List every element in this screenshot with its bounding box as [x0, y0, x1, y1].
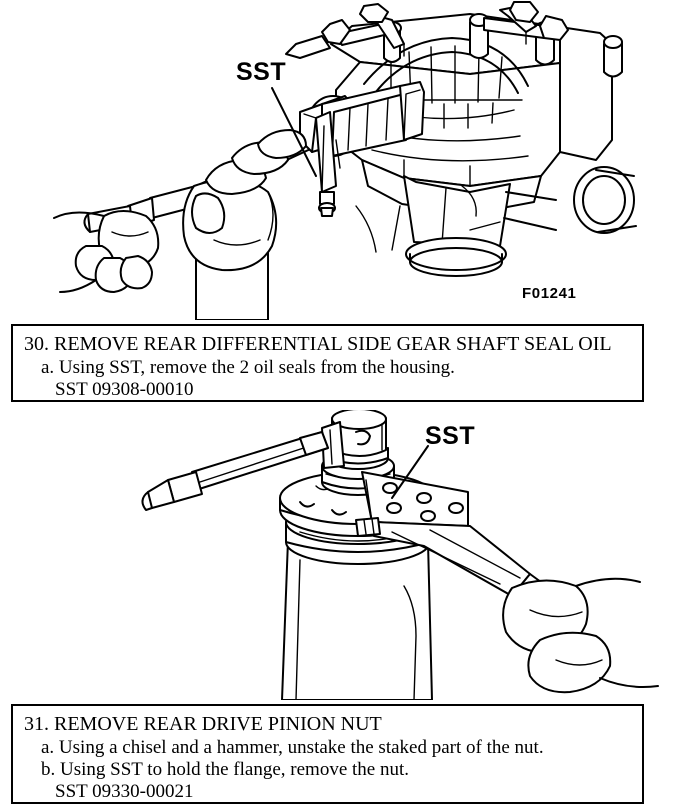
step-31-item-a: a. Using a chisel and a hammer, unstake … — [41, 736, 544, 758]
sst-leader-line-1 — [271, 87, 317, 177]
carrier-support-bracket — [285, 1, 569, 59]
step-30-sst-code: SST 09308-00010 — [55, 379, 194, 400]
step-31-title: 31. REMOVE REAR DRIVE PINION NUT — [24, 713, 382, 735]
step-30-item-a: a. Using SST, remove the 2 oil seals fro… — [41, 356, 455, 378]
step-30-title: 30. REMOVE REAR DIFFERENTIAL SIDE GEAR S… — [24, 333, 612, 355]
housing-neck-flange — [403, 175, 557, 277]
sst-leader-line-2 — [391, 445, 429, 499]
figure-1-lineart — [53, 1, 637, 320]
housing-background-detail — [335, 139, 401, 253]
pinion-nut-socket — [331, 410, 387, 457]
step-31-item-b: b. Using SST to hold the flange, remove … — [41, 759, 409, 780]
hand-left — [53, 210, 160, 293]
instruction-box-step-31: 31. REMOVE REAR DRIVE PINION NUT a. Usin… — [11, 704, 644, 804]
instruction-box-step-30: 30. REMOVE REAR DIFFERENTIAL SIDE GEAR S… — [11, 324, 644, 402]
sst-callout-2: SST — [425, 422, 476, 450]
breaker-bar-wrench — [141, 421, 345, 511]
figure-differential-seal-removal — [0, 0, 676, 320]
step-31-sst-code: SST 09330-00021 — [55, 781, 194, 803]
figure-2-lineart — [141, 410, 659, 700]
hand-right — [182, 129, 307, 320]
sst-callout-1: SST — [236, 58, 287, 86]
figure-code-1: F01241 — [522, 285, 577, 302]
figure-pinion-nut-removal — [0, 410, 676, 700]
hand-holding-sst — [502, 577, 659, 694]
